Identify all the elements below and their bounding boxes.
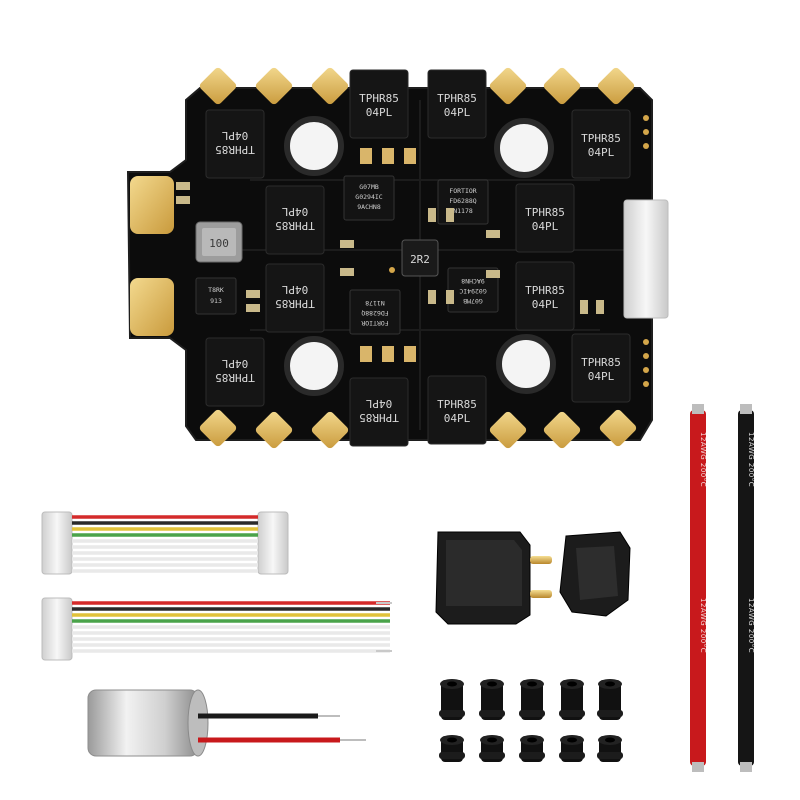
mosfet-label-line2: 04PL (281, 205, 308, 218)
mosfet-label-line1: TPHR85 (581, 132, 621, 145)
small-regulator-chip: T8RK 913 (195, 277, 237, 315)
inductor-label: 100 (209, 237, 229, 250)
capacitor (87, 689, 366, 757)
mosfet-label-line2: 04PL (532, 220, 559, 233)
grommet (439, 679, 465, 720)
black-wire-label-1: 12AWG 200°C (747, 432, 755, 487)
driver-chip-label-line3: N1178 (365, 299, 385, 307)
red-wire-label-2: 12AWG 200°C (699, 598, 707, 653)
driver-chip-label-line3: 9ACHN8 (357, 203, 381, 211)
mosfet-label-line1: TPHR85 (581, 356, 621, 369)
driver-chip-label-line1: FORTIOR (361, 319, 388, 327)
grommet (439, 735, 465, 762)
small-chip-line2: 913 (210, 297, 222, 305)
mosfet-label-line1: TPHR85 (359, 92, 399, 105)
grommet (559, 735, 585, 762)
black-wire-label-2: 12AWG 200°C (747, 598, 755, 653)
mosfet-label-line2: 04PL (221, 357, 248, 370)
mosfet-label-line1: TPHR85 (437, 92, 477, 105)
mosfet-label-line1: TPHR85 (525, 206, 565, 219)
mosfet-label-line1: TPHR85 (215, 143, 255, 156)
driver-chip: FORTIOR FD6288Q N1178 (349, 289, 401, 335)
mosfet-label-line2: 04PL (588, 370, 615, 383)
driver-chip-array: FORTIORFD6288QN1178G07MBG0294IC9ACHN8FOR… (343, 175, 499, 335)
driver-chip-label-line2: G0294IC (355, 193, 382, 201)
driver-chip-label-line3: 9ACHN8 (461, 277, 485, 285)
mosfet-label-line1: TPHR85 (275, 219, 315, 232)
inductor-2r2: 2R2 (401, 239, 439, 277)
smd-components (176, 148, 604, 362)
connector-solder-dots (643, 115, 649, 387)
mosfet-label-line2: 04PL (444, 412, 471, 425)
driver-chip-label-line3: N1178 (453, 207, 473, 215)
inductor-100: 100 (195, 221, 243, 263)
driver-chip-label-line1: G07MB (463, 297, 483, 305)
mosfet-label-line2: 04PL (588, 146, 615, 159)
mounting-holes (284, 116, 556, 396)
mosfet-label-line2: 04PL (444, 106, 471, 119)
driver-chip: G07MB G0294IC 9ACHN8 (447, 267, 499, 313)
mosfet-label-line2: 04PL (281, 283, 308, 296)
grommet (519, 735, 545, 762)
mosfet-label-line2: 04PL (221, 129, 248, 142)
driver-chip-label-line2: G0294IC (459, 287, 486, 295)
mosfet-label-line1: TPHR85 (525, 284, 565, 297)
xt60-connector (435, 531, 552, 625)
black-power-wire: 12AWG 200°C 12AWG 200°C (738, 404, 755, 772)
grommet (597, 735, 623, 762)
mosfet-label-line2: 04PL (532, 298, 559, 311)
battery-pad-positive (130, 176, 174, 234)
red-wire-label-1: 12AWG 200°C (699, 432, 707, 487)
driver-chip-label-line2: FD6288Q (361, 309, 388, 317)
signal-connector (623, 199, 669, 319)
jst-cable-short (41, 511, 289, 575)
driver-chip-label-line1: G07MB (359, 183, 379, 191)
inductor2-label: 2R2 (410, 253, 430, 266)
grommet (559, 679, 585, 720)
red-power-wire: 12AWG 200°C 12AWG 200°C (690, 404, 707, 772)
mosfet-label-line1: TPHR85 (437, 398, 477, 411)
grommet (479, 735, 505, 762)
jst-cable-long (41, 597, 392, 661)
driver-chip: FORTIOR FD6288Q N1178 (437, 179, 489, 225)
grommet (479, 679, 505, 720)
mosfet-label-line1: TPHR85 (359, 411, 399, 424)
grommet (597, 679, 623, 720)
mosfet-label-line2: 04PL (365, 397, 392, 410)
battery-pad-negative (130, 278, 174, 336)
rubber-grommets (439, 679, 623, 762)
small-chip-line1: T8RK (208, 286, 224, 294)
mosfet-label-line2: 04PL (366, 106, 393, 119)
motor-pads (199, 67, 637, 449)
xt60-cap (559, 531, 631, 617)
mosfet-label-line1: TPHR85 (215, 371, 255, 384)
mosfet-label-line1: TPHR85 (275, 297, 315, 310)
grommet (519, 679, 545, 720)
driver-chip-label-line1: FORTIOR (449, 187, 476, 195)
driver-chip-label-line2: FD6288Q (449, 197, 476, 205)
driver-chip: G07MB G0294IC 9ACHN8 (343, 175, 395, 221)
